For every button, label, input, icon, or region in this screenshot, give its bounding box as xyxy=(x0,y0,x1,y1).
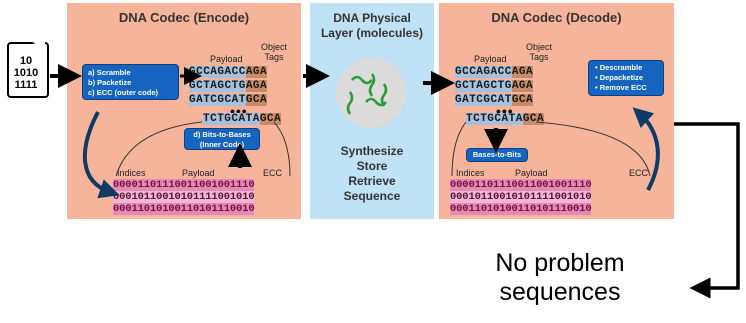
sequence-payload: GATCGCAT xyxy=(455,94,512,106)
inner-code-label: (Inner Code) xyxy=(199,140,245,149)
decode-bit-rows: 00001101110011001001110 0001011001010111… xyxy=(450,179,592,215)
decode-curved-arrow xyxy=(632,107,660,191)
encode-payload-header: Payload xyxy=(210,54,243,64)
sequence-tag: GCA xyxy=(511,94,534,106)
feedback-line xyxy=(674,122,740,299)
physical-steps: Synthesize Store Retrieve Sequence xyxy=(310,144,434,204)
encode-last-sequence: TCTGCATAGCA xyxy=(203,113,282,127)
encode-payload-label: Payload xyxy=(182,168,215,178)
bit-row: 00011010100110101110010 xyxy=(113,203,255,215)
sequence-payload: GCCAGACC xyxy=(455,66,512,78)
decode-steps-box: • Descramble • Depacketize • Remove ECC xyxy=(588,60,664,96)
decode-sequences: GCCAGACCAGA GCTAGCTGAGA GATCGCATGCA xyxy=(455,66,534,108)
encode-sequences: GCCAGACCAGA GCTAGCTGAGA GATCGCATGCA xyxy=(189,66,268,108)
decode-payload-label: Payload xyxy=(515,168,548,178)
sequence-payload: TCTGCATA xyxy=(466,113,523,125)
encode-indices-label: Indices xyxy=(117,168,146,178)
encode-bracket-left xyxy=(115,121,203,177)
encode-step: b) Packetize xyxy=(88,78,132,87)
bit-row: 00011010100110101110010 xyxy=(450,203,592,215)
sequence-row: GATCGCATGCA xyxy=(455,94,534,107)
decode-bracket-left xyxy=(451,121,467,177)
sequence-row: TCTGCATAGCA xyxy=(466,113,545,126)
dna-strand xyxy=(351,75,373,85)
bit-row: 00010110010101111001010 xyxy=(450,191,592,203)
encode-steps-box: a) Scramble b) Packetize c) ECC (outer c… xyxy=(82,64,179,100)
physical-step: Store xyxy=(356,159,388,173)
sequence-row: GCTAGCTGAGA xyxy=(455,80,534,93)
bases-to-bits-label: Bases-to-Bits xyxy=(472,150,522,159)
encode-ecc-label: ECC xyxy=(263,168,283,178)
decode-bracket-right xyxy=(535,121,651,177)
sequence-payload: GCTAGCTG xyxy=(189,80,246,92)
file-line: 10 xyxy=(19,55,33,67)
dna-strand xyxy=(368,73,376,97)
encode-title: DNA Codec (Encode) xyxy=(118,10,250,25)
decode-indices-label: Indices xyxy=(456,168,485,178)
sequence-row: TCTGCATAGCA xyxy=(203,113,282,126)
decode-last-sequence: TCTGCATAGCA xyxy=(466,113,545,127)
sequence-payload: GCTAGCTG xyxy=(455,80,512,92)
sequence-tag: GCA xyxy=(259,113,282,125)
sequence-row: GCCAGACCAGA xyxy=(455,66,534,79)
bits-to-bases-label: d) Bits-to-Bases xyxy=(193,130,251,139)
encode-bit-rows: 00001101110011001001110 0001011001010111… xyxy=(113,179,255,215)
decode-title: DNA Codec (Decode) xyxy=(491,10,622,25)
file-line: 1010 xyxy=(13,67,39,79)
file-binary-text: 10 1010 1111 xyxy=(8,55,44,91)
encode-step: c) ECC (outer code) xyxy=(88,88,159,97)
sequence-payload: GATCGCAT xyxy=(189,94,246,106)
sequence-payload: TCTGCATA xyxy=(203,113,260,125)
dna-strands-icon xyxy=(346,73,388,115)
physical-step: Retrieve xyxy=(348,174,396,188)
encode-step: a) Scramble xyxy=(88,68,131,77)
sequence-tag: AGA xyxy=(511,66,534,78)
decode-ecc-label: ECC xyxy=(629,168,649,178)
file-fold-corner xyxy=(33,42,45,54)
decode-step: • Remove ECC xyxy=(595,83,647,92)
sequence-tag: AGA xyxy=(245,80,268,92)
physical-step: Synthesize xyxy=(340,144,404,158)
bit-row: 00010110010101111001010 xyxy=(113,191,255,203)
dna-strand xyxy=(380,83,388,107)
encode-bracket-right xyxy=(273,121,291,177)
sequence-payload: GCCAGACC xyxy=(189,66,246,78)
encode-curved-arrow xyxy=(82,111,120,199)
physical-step: Sequence xyxy=(343,189,401,203)
sequence-row: GCCAGACCAGA xyxy=(189,66,268,79)
bit-row: 00001101110011001001110 xyxy=(113,179,255,191)
bit-row: 00001101110011001001110 xyxy=(450,179,592,191)
dna-strand xyxy=(346,91,354,115)
sequence-tag: GCA xyxy=(245,94,268,106)
sequence-tag: AGA xyxy=(511,80,534,92)
decode-step: • Depacketize xyxy=(595,73,644,82)
decode-payload-header: Payload xyxy=(474,54,507,64)
decode-step: • Descramble xyxy=(595,63,643,72)
sequence-row: GCTAGCTGAGA xyxy=(189,80,268,93)
sequence-row: GATCGCATGCA xyxy=(189,94,268,107)
file-line: 1111 xyxy=(14,79,38,91)
sequence-tag: AGA xyxy=(245,66,268,78)
